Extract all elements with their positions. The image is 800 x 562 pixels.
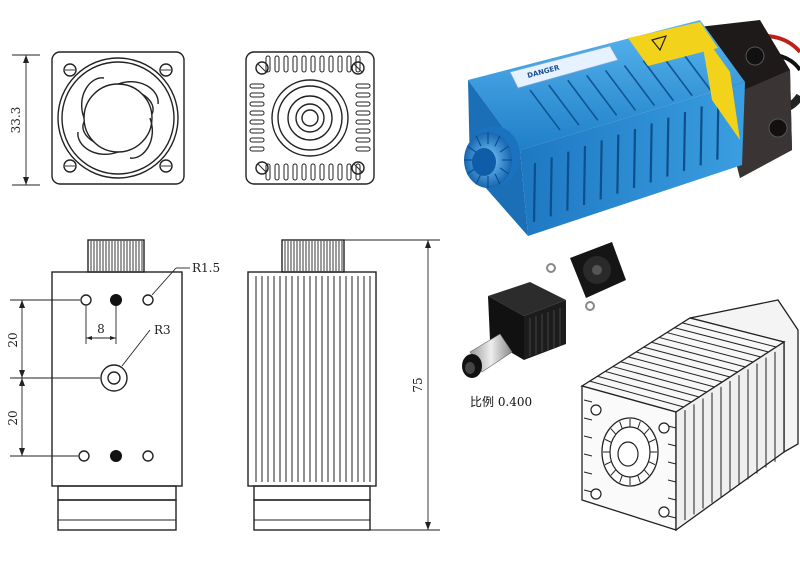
fin-slot bbox=[301, 55, 307, 73]
lens-end-view bbox=[245, 51, 375, 185]
fin-slot bbox=[310, 55, 316, 73]
black-module-parts-photo: 比例 0.400 bbox=[462, 242, 626, 409]
fin-slot bbox=[355, 92, 371, 98]
offset-upper-label: 20 bbox=[6, 332, 20, 347]
fin-slot bbox=[355, 83, 371, 89]
fin-slot bbox=[249, 83, 265, 89]
fin-slot bbox=[319, 163, 325, 181]
fan-end-view: 33.3 bbox=[9, 51, 185, 186]
fin-slot bbox=[337, 163, 343, 181]
side-view-fins: 75 bbox=[247, 239, 440, 531]
offset-lower-label: 20 bbox=[6, 410, 20, 425]
spacing-label: 8 bbox=[97, 322, 105, 336]
blue-laser-module-photo: DANGER bbox=[464, 20, 800, 236]
fin-slot bbox=[283, 163, 289, 181]
fin-slot bbox=[355, 128, 371, 134]
fin-slot bbox=[355, 110, 371, 116]
side-view-holes: R1.5 R3 8 20 20 bbox=[6, 239, 220, 531]
fan-height-label: 33.3 bbox=[9, 107, 23, 134]
fin-slot bbox=[249, 110, 265, 116]
fin-slot bbox=[249, 128, 265, 134]
fin-slot bbox=[355, 146, 371, 152]
fin-slot bbox=[346, 55, 352, 73]
total-length-label: 75 bbox=[411, 377, 425, 392]
fin-slot bbox=[346, 163, 352, 181]
fin-slot bbox=[301, 163, 307, 181]
fin-slot bbox=[355, 137, 371, 143]
fin-slot bbox=[249, 146, 265, 152]
fin-slot bbox=[310, 163, 316, 181]
fin-slot bbox=[292, 55, 298, 73]
fin-slot bbox=[249, 101, 265, 107]
fin-slot bbox=[274, 163, 280, 181]
fin-slot bbox=[249, 92, 265, 98]
fin-slot bbox=[355, 101, 371, 107]
fin-slot bbox=[355, 163, 361, 181]
fin-slot bbox=[292, 163, 298, 181]
fin-slot bbox=[274, 55, 280, 73]
fin-slot bbox=[283, 55, 289, 73]
scale-label: 比例 0.400 bbox=[470, 395, 532, 409]
fin-slot bbox=[249, 119, 265, 125]
fin-slot bbox=[249, 137, 265, 143]
radius-aperture-label: R3 bbox=[154, 323, 171, 337]
fin-slot bbox=[319, 55, 325, 73]
radius-small-label: R1.5 bbox=[192, 261, 220, 275]
fin-slot bbox=[355, 119, 371, 125]
fin-slot bbox=[328, 55, 334, 73]
fin-slot bbox=[337, 55, 343, 73]
silver-module-isometric bbox=[580, 299, 799, 532]
fin-slot bbox=[355, 55, 361, 73]
fin-slot bbox=[328, 163, 334, 181]
